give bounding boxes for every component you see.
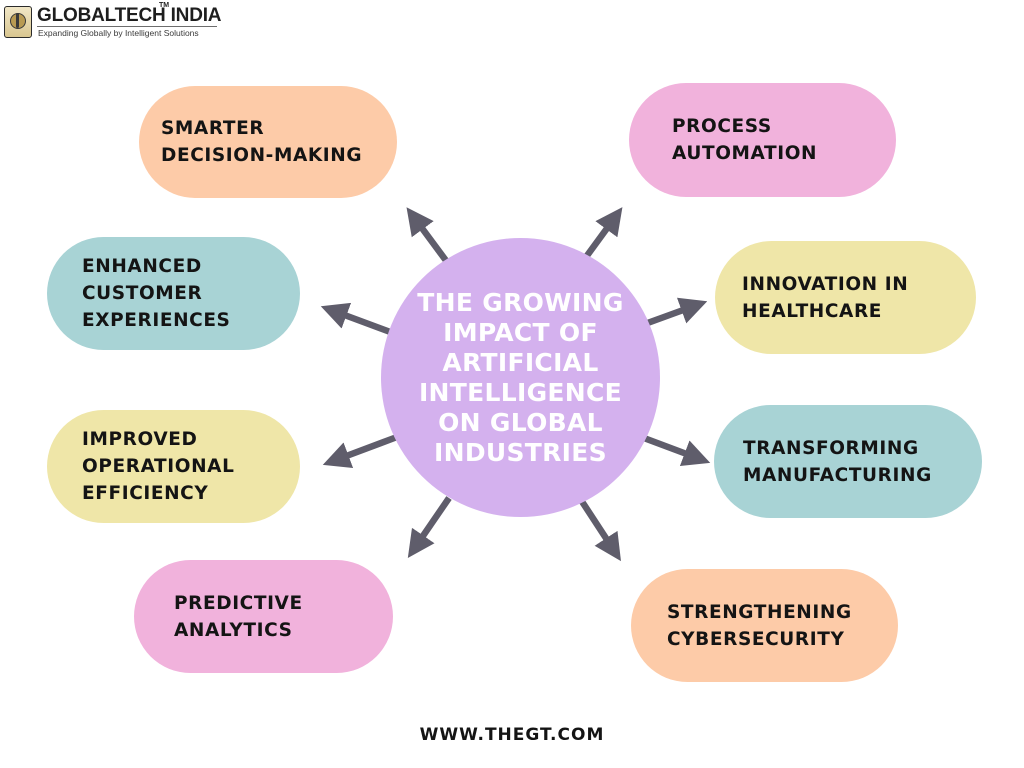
node-label-line: TRANSFORMING bbox=[743, 437, 919, 459]
arrow-to-enhanced-customer-experiences bbox=[320, 302, 395, 337]
node-label-line: IMPROVED bbox=[82, 429, 198, 450]
center-line: INTELLIGENCE bbox=[418, 377, 623, 407]
node-label-line: INNOVATION IN bbox=[742, 273, 909, 295]
node-label-line: PREDICTIVE bbox=[174, 592, 303, 614]
logo-divider bbox=[37, 26, 217, 27]
node-label-line: OPERATIONAL bbox=[82, 456, 235, 477]
brand-tagline: Expanding Globally by Intelligent Soluti… bbox=[38, 28, 199, 38]
node-label-line: MANUFACTURING bbox=[743, 464, 932, 486]
center-line: THE GROWING bbox=[417, 287, 624, 317]
globaltech-logo: GLOBALTECH INDIA TM Expanding Globally b… bbox=[4, 2, 234, 42]
node-label-line: ENHANCED bbox=[82, 256, 202, 277]
arrow-to-predictive-analytics bbox=[407, 496, 452, 559]
center-line: ON GLOBAL bbox=[438, 407, 603, 437]
node-smarter-decision-making: SMARTER DECISION-MAKING bbox=[139, 86, 397, 198]
node-label-line: SMARTER bbox=[161, 118, 265, 139]
trademark-mark: TM bbox=[159, 2, 170, 9]
node-label-line: AUTOMATION bbox=[672, 143, 818, 164]
globe-emblem-icon bbox=[4, 6, 32, 38]
node-predictive-analytics: PREDICTIVE ANALYTICS bbox=[134, 560, 393, 673]
central-topic-circle: THE GROWING IMPACT OF ARTIFICIAL INTELLI… bbox=[381, 238, 660, 517]
arrow-to-improved-operational-efficiency bbox=[322, 433, 399, 469]
node-strengthening-cybersecurity: STRENGTHENING CYBERSECURITY bbox=[631, 569, 898, 682]
node-label-line: EFFICIENCY bbox=[82, 483, 209, 504]
node-label-line: PROCESS bbox=[672, 116, 772, 137]
arrow-to-transforming-manufacturing bbox=[634, 431, 711, 467]
node-process-automation: PROCESS AUTOMATION bbox=[629, 83, 896, 197]
website-url: WWW.THEGT.COM bbox=[419, 725, 605, 745]
node-innovation-in-healthcare: INNOVATION IN HEALTHCARE bbox=[715, 241, 976, 354]
node-transforming-manufacturing: TRANSFORMING MANUFACTURING bbox=[714, 405, 982, 518]
node-label-line: STRENGTHENING bbox=[667, 601, 852, 623]
node-improved-operational-efficiency: IMPROVED OPERATIONAL EFFICIENCY bbox=[47, 410, 300, 523]
node-label-line: CUSTOMER bbox=[82, 283, 203, 304]
node-label-line: HEALTHCARE bbox=[742, 300, 883, 322]
node-label-line: ANALYTICS bbox=[174, 619, 293, 641]
node-label-line: DECISION-MAKING bbox=[161, 145, 363, 166]
node-label-line: CYBERSECURITY bbox=[667, 628, 845, 650]
arrow-to-smarter-decision-making bbox=[406, 207, 453, 268]
arrow-to-strengthening-cybersecurity bbox=[578, 498, 621, 562]
node-enhanced-customer-experiences: ENHANCED CUSTOMER EXPERIENCES bbox=[47, 237, 300, 350]
node-label-line: EXPERIENCES bbox=[82, 310, 231, 331]
center-line: IMPACT OF bbox=[443, 317, 598, 347]
center-line: ARTIFICIAL bbox=[442, 347, 599, 377]
center-line: INDUSTRIES bbox=[434, 437, 607, 467]
brand-name: GLOBALTECH INDIA bbox=[37, 5, 222, 26]
